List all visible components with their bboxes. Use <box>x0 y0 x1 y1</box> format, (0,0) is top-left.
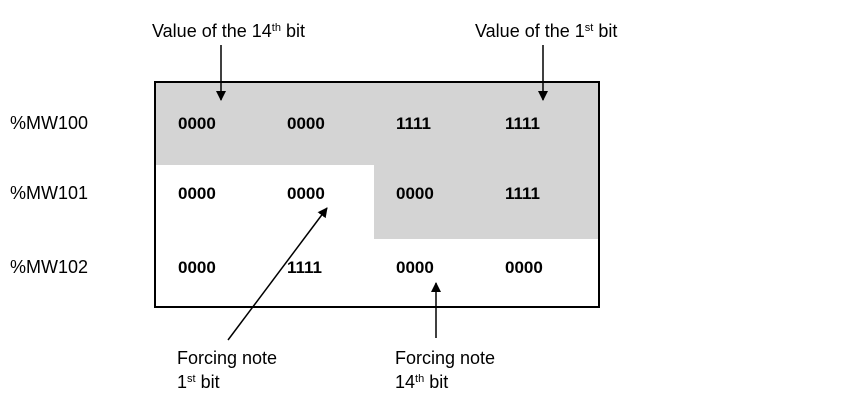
forcing-note-1st-bit: Forcing note 1st bit <box>177 348 278 392</box>
shade-row-101-right <box>374 165 599 239</box>
cell-mw102-2: 0000 <box>396 258 434 277</box>
arrow-forcing-1st <box>227 207 328 341</box>
row-label-mw100: %MW100 <box>10 113 89 133</box>
cell-mw100-0: 0000 <box>178 114 216 133</box>
cell-mw102-0: 0000 <box>178 258 216 277</box>
row-label-mw101: %MW101 <box>10 183 89 203</box>
cell-mw102-3: 0000 <box>505 258 543 277</box>
label-value-1st-bit: Value of the 1st bit <box>475 21 618 41</box>
forcing-note-14th-bit: Forcing note 14th bit <box>395 348 496 392</box>
label-value-14th-bit: Value of the 14th bit <box>152 21 305 41</box>
cell-mw101-1: 0000 <box>287 184 325 203</box>
cell-mw100-1: 0000 <box>287 114 325 133</box>
cell-mw102-1: 1111 <box>287 258 323 277</box>
cell-mw101-0: 0000 <box>178 184 216 203</box>
cell-mw100-3: 1111 <box>505 114 541 133</box>
memory-frame <box>154 81 600 308</box>
cell-mw101-2: 0000 <box>396 184 434 203</box>
cell-mw101-3: 1111 <box>505 184 541 203</box>
row-label-mw102: %MW102 <box>10 257 89 277</box>
cell-mw100-2: 1111 <box>396 114 432 133</box>
shade-row-100 <box>155 82 599 165</box>
